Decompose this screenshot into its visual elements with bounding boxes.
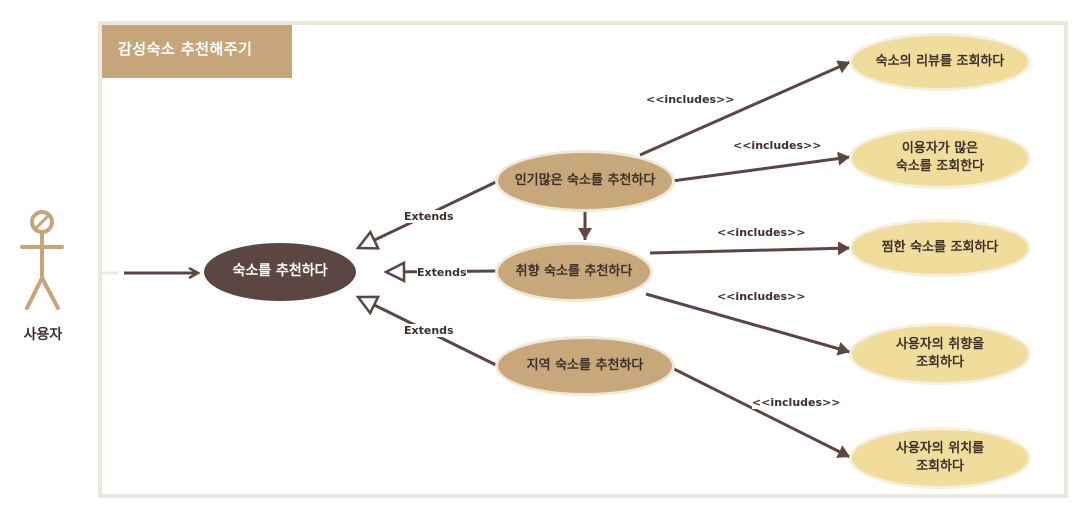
- includes-label-reviews: <<includes>>: [646, 93, 735, 106]
- actor-figure: [20, 210, 64, 310]
- use-case-view-reviews[interactable]: 숙소의 리뷰를 조회하다: [852, 36, 1028, 88]
- title-tab: [102, 25, 292, 78]
- extends-label-taste: Extends: [417, 266, 467, 279]
- includes-label-liked: <<includes>>: [717, 226, 806, 239]
- use-case-view-liked[interactable]: 찜한 숙소를 조회하다: [852, 222, 1028, 274]
- use-case-view-many-users[interactable]: 이용자가 많은 숙소를 조회한다: [852, 130, 1028, 186]
- extends-label-region: Extends: [404, 324, 454, 337]
- use-case-region-lodging[interactable]: 지역 숙소를 추천하다: [498, 339, 672, 393]
- extends-label-popular: Extends: [404, 210, 454, 223]
- diagram-title: 감성숙소 추천해주기: [118, 40, 253, 58]
- includes-label-many-users: <<includes>>: [733, 139, 822, 152]
- use-case-view-user-location[interactable]: 사용자의 위치를 조회하다: [852, 430, 1028, 486]
- includes-label-user-taste: <<includes>>: [717, 290, 806, 303]
- use-case-view-user-taste[interactable]: 사용자의 취향을 조회하다: [852, 326, 1028, 382]
- actor-label: 사용자: [23, 327, 63, 343]
- use-case-recommend-lodging[interactable]: 숙소를 추천하다: [204, 243, 356, 301]
- use-case-taste-lodging[interactable]: 취향 숙소를 추천하다: [498, 245, 650, 299]
- use-case-popular-lodging[interactable]: 인기많은 숙소를 추천하다: [498, 153, 672, 209]
- includes-label-user-location: <<includes>>: [752, 396, 841, 409]
